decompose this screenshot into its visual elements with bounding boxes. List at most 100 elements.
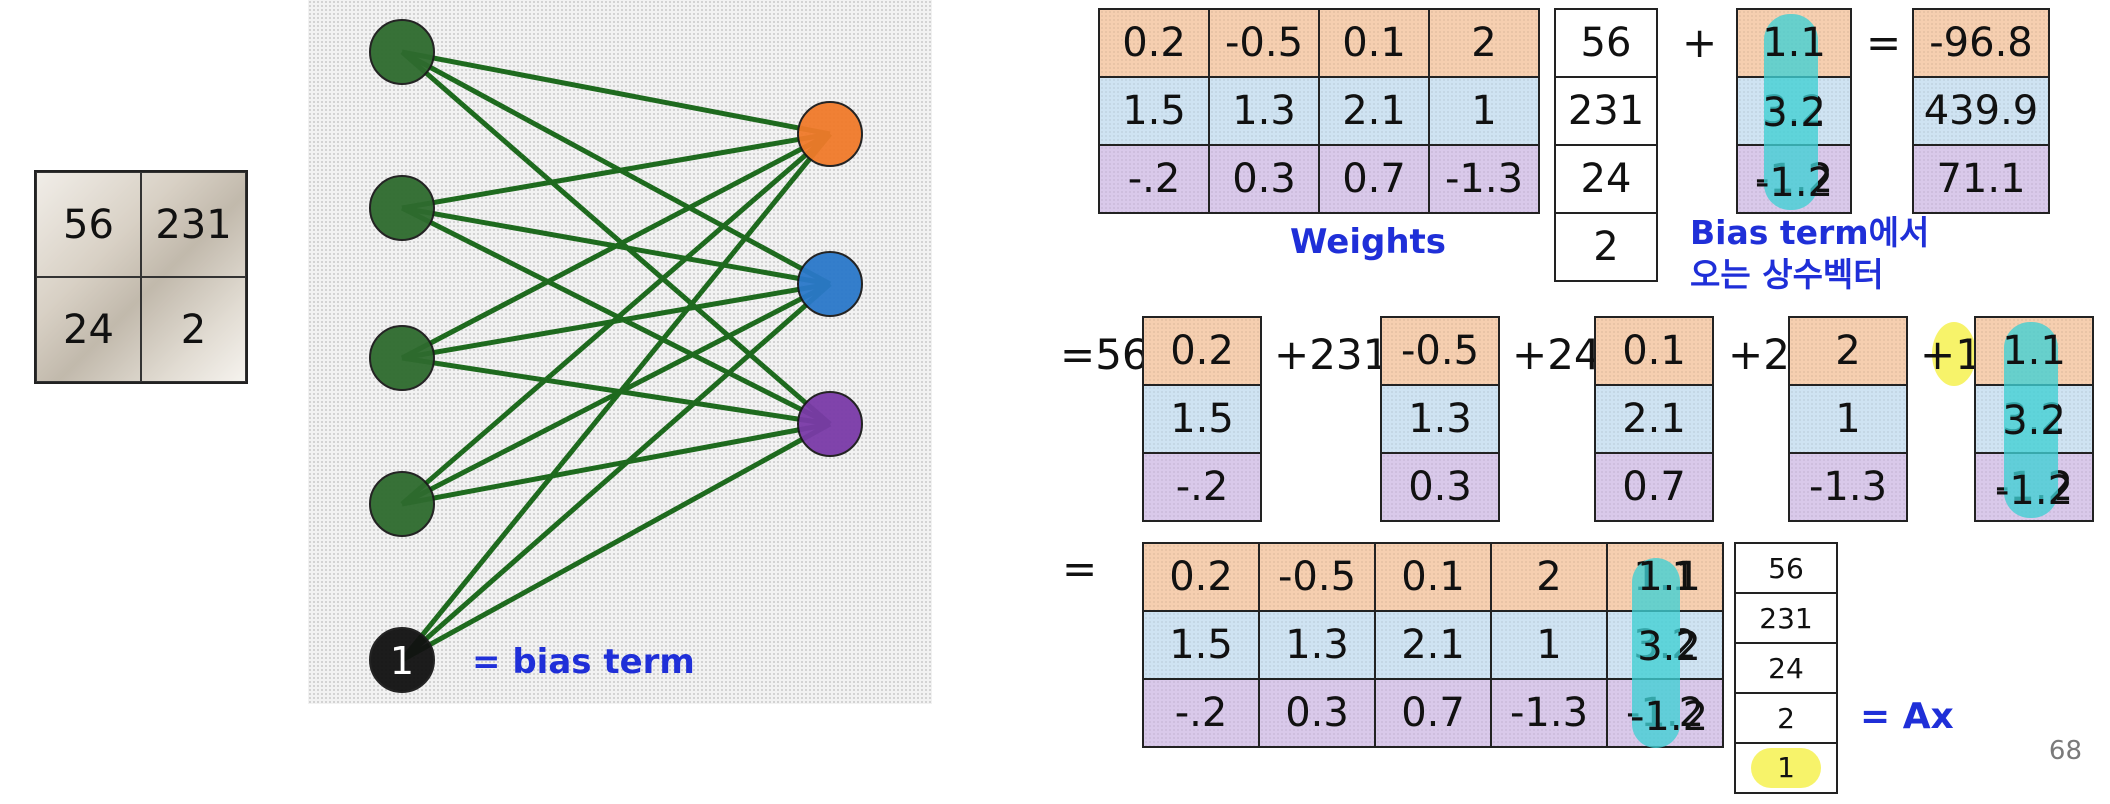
bias-highlight (1764, 14, 1818, 210)
x-cell: 56 (1554, 8, 1658, 78)
c-cell: -1.3 (1788, 452, 1908, 522)
network-edge (400, 50, 832, 426)
v-cell: 24 (1734, 642, 1838, 694)
input-node (369, 325, 435, 391)
matrix-bias-highlight (1632, 558, 1680, 748)
eq3-equals: = (1062, 544, 1098, 593)
page-number: 68 (2048, 736, 2082, 766)
c-cell: 2.1 (1594, 384, 1714, 454)
network-nodes: 1 (369, 19, 863, 693)
c5-val: 1.1 (2002, 328, 2066, 374)
bias-vector-label: Bias term에서 오는 상수벡터 (1690, 212, 1929, 296)
bias-values-overlay: 1.1 3.2 -1.2 (1736, 8, 1852, 218)
eq2-col4: 2 1 -1.3 (1788, 316, 1908, 522)
eq2-coef-2: +2 (1728, 330, 1790, 379)
output-node-blue (797, 251, 863, 317)
augmented-matrix: 0.2-0.50.121.1 1.51.32.113.2 -.20.30.7-1… (1142, 542, 1724, 748)
a-cell: 1.5 (1142, 610, 1260, 680)
c-cell: 0.1 (1594, 316, 1714, 386)
c5-val: -1.2 (1994, 468, 2074, 514)
input-vector: 56 231 24 2 (1554, 8, 1658, 282)
c-cell: 0.2 (1142, 316, 1262, 386)
m5-val: 1.1 (1637, 554, 1701, 600)
bias-node-label: 1 (390, 639, 414, 683)
a-cell: 2.1 (1374, 610, 1492, 680)
eq2-col3: 0.1 2.1 0.7 (1594, 316, 1714, 522)
x-cell: 231 (1554, 76, 1658, 146)
eq2-coef-56: =56 (1060, 330, 1149, 379)
eq2-col2: -0.5 1.3 0.3 (1380, 316, 1500, 522)
network-edge (401, 355, 831, 427)
v-cell: 231 (1734, 592, 1838, 644)
pixel-top-left: 56 (36, 172, 141, 277)
w-cell: 2 (1428, 8, 1540, 78)
m5-val: 3.2 (1637, 624, 1701, 670)
input-node (369, 19, 435, 85)
a-cell: 1 (1490, 610, 1608, 680)
w-cell: 0.7 (1318, 144, 1430, 214)
r-cell: 71.1 (1912, 144, 2050, 214)
c-cell: 0.3 (1380, 452, 1500, 522)
x-cell: 2 (1554, 212, 1658, 282)
bias-term-caption: = bias term (472, 642, 695, 682)
v-cell-bias: 1 (1734, 742, 1838, 794)
w-cell: -1.3 (1428, 144, 1540, 214)
w-cell: 0.3 (1208, 144, 1320, 214)
c-cell: 2 (1788, 316, 1908, 386)
input-node (369, 175, 435, 241)
w-cell: 0.2 (1098, 8, 1210, 78)
output-node-purple (797, 391, 863, 457)
b-val: 3.2 (1762, 90, 1826, 136)
network-edge (400, 132, 832, 662)
bias-label-line1: Bias term에서 (1690, 213, 1930, 252)
a-cell: 0.7 (1374, 678, 1492, 748)
v-cell: 56 (1734, 542, 1838, 594)
c-cell: -0.5 (1380, 316, 1500, 386)
yellow-highlight-1 (1932, 322, 1976, 386)
b-val: 1.1 (1762, 20, 1826, 66)
c5-val: 3.2 (2002, 398, 2066, 444)
bias-node (369, 627, 435, 693)
augmented-input-vector: 56 231 24 2 1 (1734, 542, 1838, 794)
col5-highlight (2004, 322, 2058, 518)
network-edge (400, 132, 832, 506)
pixel-bottom-right: 2 (141, 277, 246, 382)
c-cell: 1 (1788, 384, 1908, 454)
eq2-coef-231: +231 (1274, 330, 1390, 379)
result-vector: -96.8 439.9 71.1 (1912, 8, 2050, 214)
w-cell: -0.5 (1208, 8, 1320, 78)
plus-sign: + (1682, 18, 1718, 67)
col5-values-overlay: 1.1 3.2 -1.2 (1974, 316, 2094, 526)
a-cell: 0.2 (1142, 542, 1260, 612)
v-cell: 2 (1734, 692, 1838, 744)
eq2-col1: 0.2 1.5 -.2 (1142, 316, 1262, 522)
network-edge (400, 49, 832, 287)
a-cell: 0.1 (1374, 542, 1492, 612)
w-cell: 1.3 (1208, 76, 1320, 146)
a-cell: -0.5 (1258, 542, 1376, 612)
a-cell: -1.3 (1490, 678, 1608, 748)
c-cell: 0.7 (1594, 452, 1714, 522)
matrix-bias-values-overlay: 1.1 3.2 -1.2 (1610, 542, 1728, 752)
weights-label: Weights (1290, 222, 1447, 262)
network-edge (401, 131, 831, 211)
output-node-orange (797, 101, 863, 167)
cat-image-pixels: 56 231 24 2 (34, 170, 248, 384)
pixel-bottom-left: 24 (36, 277, 141, 382)
network-edge (400, 131, 832, 361)
r-cell: 439.9 (1912, 76, 2050, 146)
a-cell: 1.3 (1258, 610, 1376, 680)
network-edge (401, 421, 831, 507)
network-edge (400, 421, 832, 663)
r-cell: -96.8 (1912, 8, 2050, 78)
equals-sign: = (1866, 18, 1902, 67)
pixel-top-right: 231 (141, 172, 246, 277)
ax-label: = Ax (1860, 696, 1954, 737)
a-cell: -.2 (1142, 678, 1260, 748)
w-cell: 2.1 (1318, 76, 1430, 146)
network-edge (401, 49, 831, 137)
bias-label-line2: 오는 상수벡터 (1690, 255, 1884, 294)
c-cell: 1.3 (1380, 384, 1500, 454)
